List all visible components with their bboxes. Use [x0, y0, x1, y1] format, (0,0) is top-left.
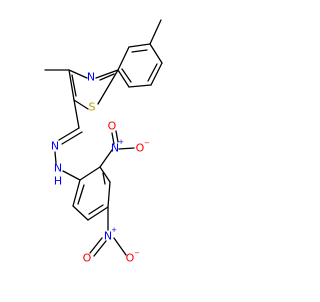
atom-label-nitro2-n: N	[104, 230, 112, 243]
atom-label-nitro2-o-left: O	[83, 252, 92, 265]
atom-label-thiazole-n: N	[87, 71, 95, 84]
charge-nitro2-n-plus: +	[111, 226, 117, 234]
atom-label-hydrazone-n2: N	[54, 162, 62, 175]
atom-label-hydrazone-h: H	[54, 175, 62, 188]
atom-labels: N S N N H N + O O − N + O O −	[51, 71, 150, 265]
atom-label-nitro1-o-right: O	[136, 142, 145, 155]
bond-lines	[44, 19, 163, 257]
atom-label-nitro1-n: N	[111, 142, 119, 155]
atom-label-hydrazone-n1: N	[51, 140, 59, 153]
atom-label-thiazole-s: S	[89, 101, 96, 114]
molecule-svg: N S N N H N + O O − N + O O −	[44, 19, 163, 265]
charge-nitro2-o-minus: −	[134, 249, 140, 257]
atom-label-nitro2-o-right: O	[126, 252, 135, 265]
molecule-structure-canvas: N S N N H N + O O − N + O O −	[44, 19, 163, 265]
charge-nitro1-n-plus: +	[118, 138, 124, 146]
charge-nitro1-o-minus: −	[144, 139, 150, 147]
atom-label-nitro1-o-top: O	[108, 120, 117, 133]
